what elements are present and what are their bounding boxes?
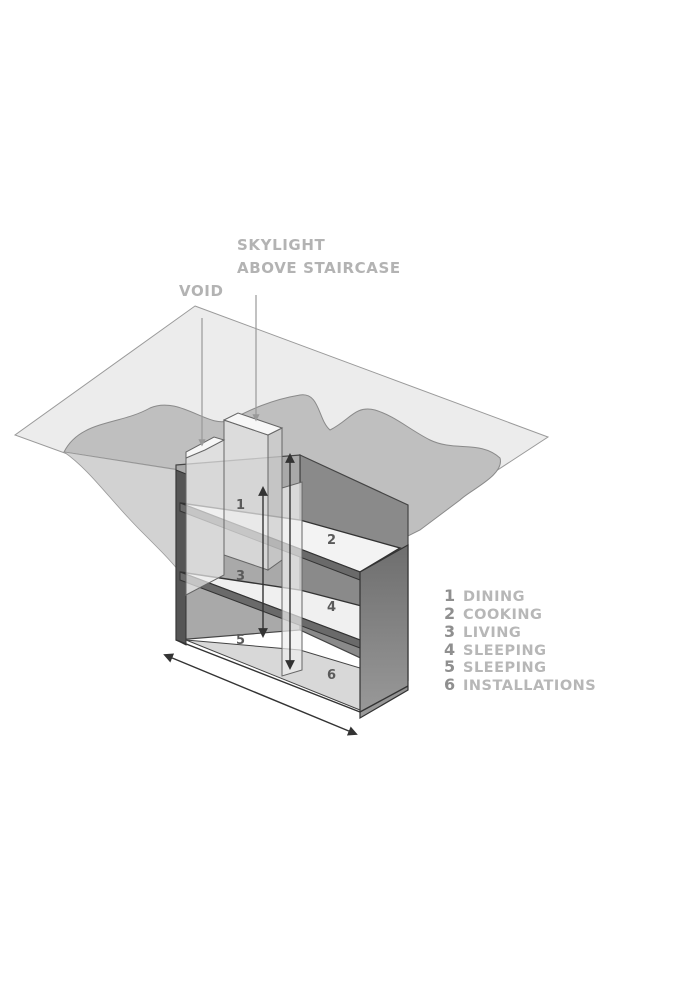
legend-number-6: 6 xyxy=(444,675,455,694)
room-number-5: 5 xyxy=(236,633,245,648)
void-volume-top xyxy=(185,436,226,459)
void-label: VOID xyxy=(179,282,224,300)
left-outer-wall xyxy=(175,469,187,646)
legend-label-6: INSTALLATIONS xyxy=(463,678,596,694)
legend-label-2: COOKING xyxy=(463,607,542,623)
void-volume-front xyxy=(185,439,225,596)
skylight-volume-side xyxy=(267,427,283,571)
legend-number-3: 3 xyxy=(444,622,455,641)
right-front-wall xyxy=(359,543,409,720)
skylight-volume-top xyxy=(222,412,284,436)
legend-label-4: SLEEPING xyxy=(463,643,547,659)
room-legend: 1 DINING 2 COOKING 3 LIVING 4 SLEEPING 5… xyxy=(444,586,596,694)
skylight-label-line2: ABOVE STAIRCASE xyxy=(237,259,401,277)
skylight-volume-front xyxy=(223,419,269,571)
legend-label-3: LIVING xyxy=(463,625,521,641)
room-number-4: 4 xyxy=(327,600,336,615)
legend-number-5: 5 xyxy=(444,657,455,676)
room-number-3: 3 xyxy=(236,569,245,584)
legend-number-4: 4 xyxy=(444,640,455,659)
room-number-2: 2 xyxy=(327,533,336,548)
legend-number-2: 2 xyxy=(444,604,455,623)
installation-shaft xyxy=(281,481,303,677)
legend-label-1: DINING xyxy=(463,589,525,605)
width-dimension-arrow xyxy=(163,653,358,736)
room-number-1: 1 xyxy=(236,498,245,513)
skylight-label-line1: SKYLIGHT xyxy=(237,236,325,254)
legend-number-1: 1 xyxy=(444,586,455,605)
room-number-6: 6 xyxy=(327,668,336,683)
legend-label-5: SLEEPING xyxy=(463,660,547,676)
earth-left-slope xyxy=(63,451,179,572)
